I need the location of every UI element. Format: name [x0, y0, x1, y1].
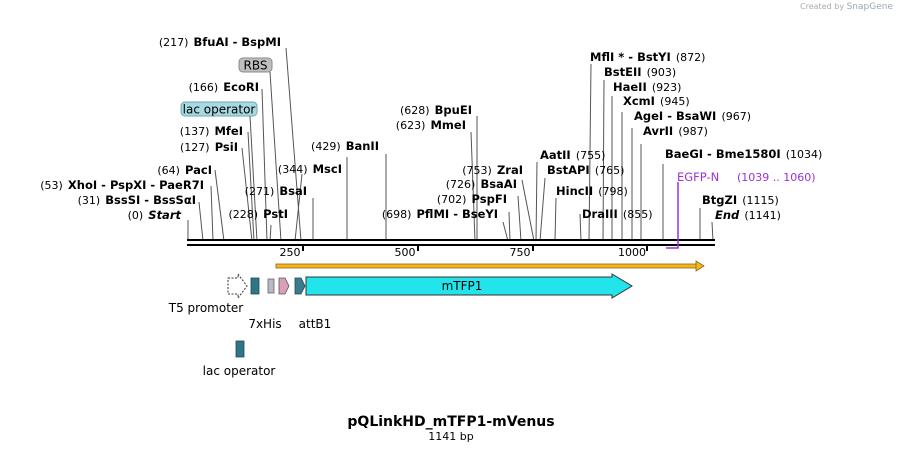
- ruler-tick-500: 500: [395, 246, 416, 259]
- site-pspfi: (702) PspFI: [437, 188, 507, 207]
- t5-promoter-arrow: [227, 272, 248, 300]
- site-agei: AgeI - BsaWI (967): [634, 105, 751, 124]
- ruler-tick-1000: 1000: [618, 246, 646, 259]
- site-avrii: AvrII (987): [643, 120, 708, 139]
- site-xhoi: (53) XhoI - PspXI - PaeR7I: [40, 174, 204, 193]
- site-ecori: (166) EcoRI: [189, 76, 259, 95]
- site-zrai: (753) ZraI: [462, 159, 523, 178]
- egfp-n-primer-arrow: [666, 182, 679, 249]
- egfp-n-primer-range: (1039 .. 1060): [737, 171, 816, 184]
- site-end: End (1141): [715, 204, 781, 223]
- site-aatii: AatII (755): [540, 144, 605, 163]
- ruler-tick-750: 750: [510, 246, 531, 259]
- mtfp1-label: mTFP1: [442, 279, 483, 293]
- plasmid-name: pQLinkHD_mTFP1-mVenus: [347, 414, 554, 430]
- site-mmei: (623) MmeI: [396, 114, 466, 133]
- lac-operator-label-bottom: lac operator: [203, 364, 276, 378]
- site-bsteii: BstEII (903): [604, 61, 676, 80]
- site-bfuai: (217) BfuAI - BspMI: [159, 31, 281, 50]
- attb1-label: attB1: [299, 317, 332, 331]
- lac-operator-feature-bottom: [235, 340, 245, 358]
- site-draiii: DraIII (855): [582, 203, 653, 222]
- site-bsai: (271) BsaI: [245, 180, 307, 199]
- sevenxhis-label: 7xHis: [248, 317, 281, 331]
- site-btgzi: BtgZI (1115): [702, 189, 779, 208]
- egfp-n-primer-name: EGFP-N: [677, 170, 719, 184]
- mtfp1-feature-arrow: [305, 273, 633, 299]
- site-paci: (64) PacI: [157, 159, 212, 178]
- site-haeii: HaeII (923): [613, 76, 681, 95]
- site-bsssi: (31) BssSI - BssSαI: [78, 189, 196, 208]
- rbs-feature: [267, 278, 275, 294]
- lac-operator-label-box: [180, 101, 258, 117]
- site-start: (0) Start: [128, 204, 182, 223]
- ruler-tick-250: 250: [280, 246, 301, 259]
- site-psti: (228) PstI: [228, 203, 288, 222]
- attb1-feature: [294, 277, 306, 295]
- site-banii: (429) BanII: [311, 135, 379, 154]
- rbs-label: RBS: [244, 59, 268, 73]
- rbs-label-box: [238, 57, 273, 73]
- snapgene-credit: Created by SnapGene: [800, 2, 893, 12]
- site-psii: (127) PsiI: [180, 136, 238, 155]
- site-xcmi: XcmI (945): [623, 90, 690, 109]
- orf-arrow: [275, 260, 705, 272]
- sevenxhis-feature: [278, 277, 290, 295]
- leader-lines: [187, 47, 714, 242]
- site-mfei: (137) MfeI: [180, 120, 243, 139]
- lac-operator-label: lac operator: [183, 103, 256, 117]
- sequence-backbone: [187, 239, 715, 251]
- site-bsaai: (726) BsaAI: [446, 173, 517, 192]
- site-hincii: HincII (798): [556, 180, 628, 199]
- snapgene-logo: SnapGene: [846, 2, 893, 12]
- t5-promoter-label: T5 promoter: [168, 301, 244, 315]
- site-msci: (344) MscI: [278, 158, 342, 177]
- site-pflmi: (698) PflMI - BseYI: [382, 203, 498, 222]
- site-baegi: BaeGI - Bme1580I (1034): [665, 143, 822, 162]
- plasmid-length: 1141 bp: [428, 430, 473, 443]
- site-mfli: MflI * - BstYI (872): [590, 46, 705, 65]
- lac-operator-feature-top: [250, 277, 260, 295]
- site-bstapi: BstAPI (765): [547, 159, 624, 178]
- site-bpuei: (628) BpuEI: [400, 99, 472, 118]
